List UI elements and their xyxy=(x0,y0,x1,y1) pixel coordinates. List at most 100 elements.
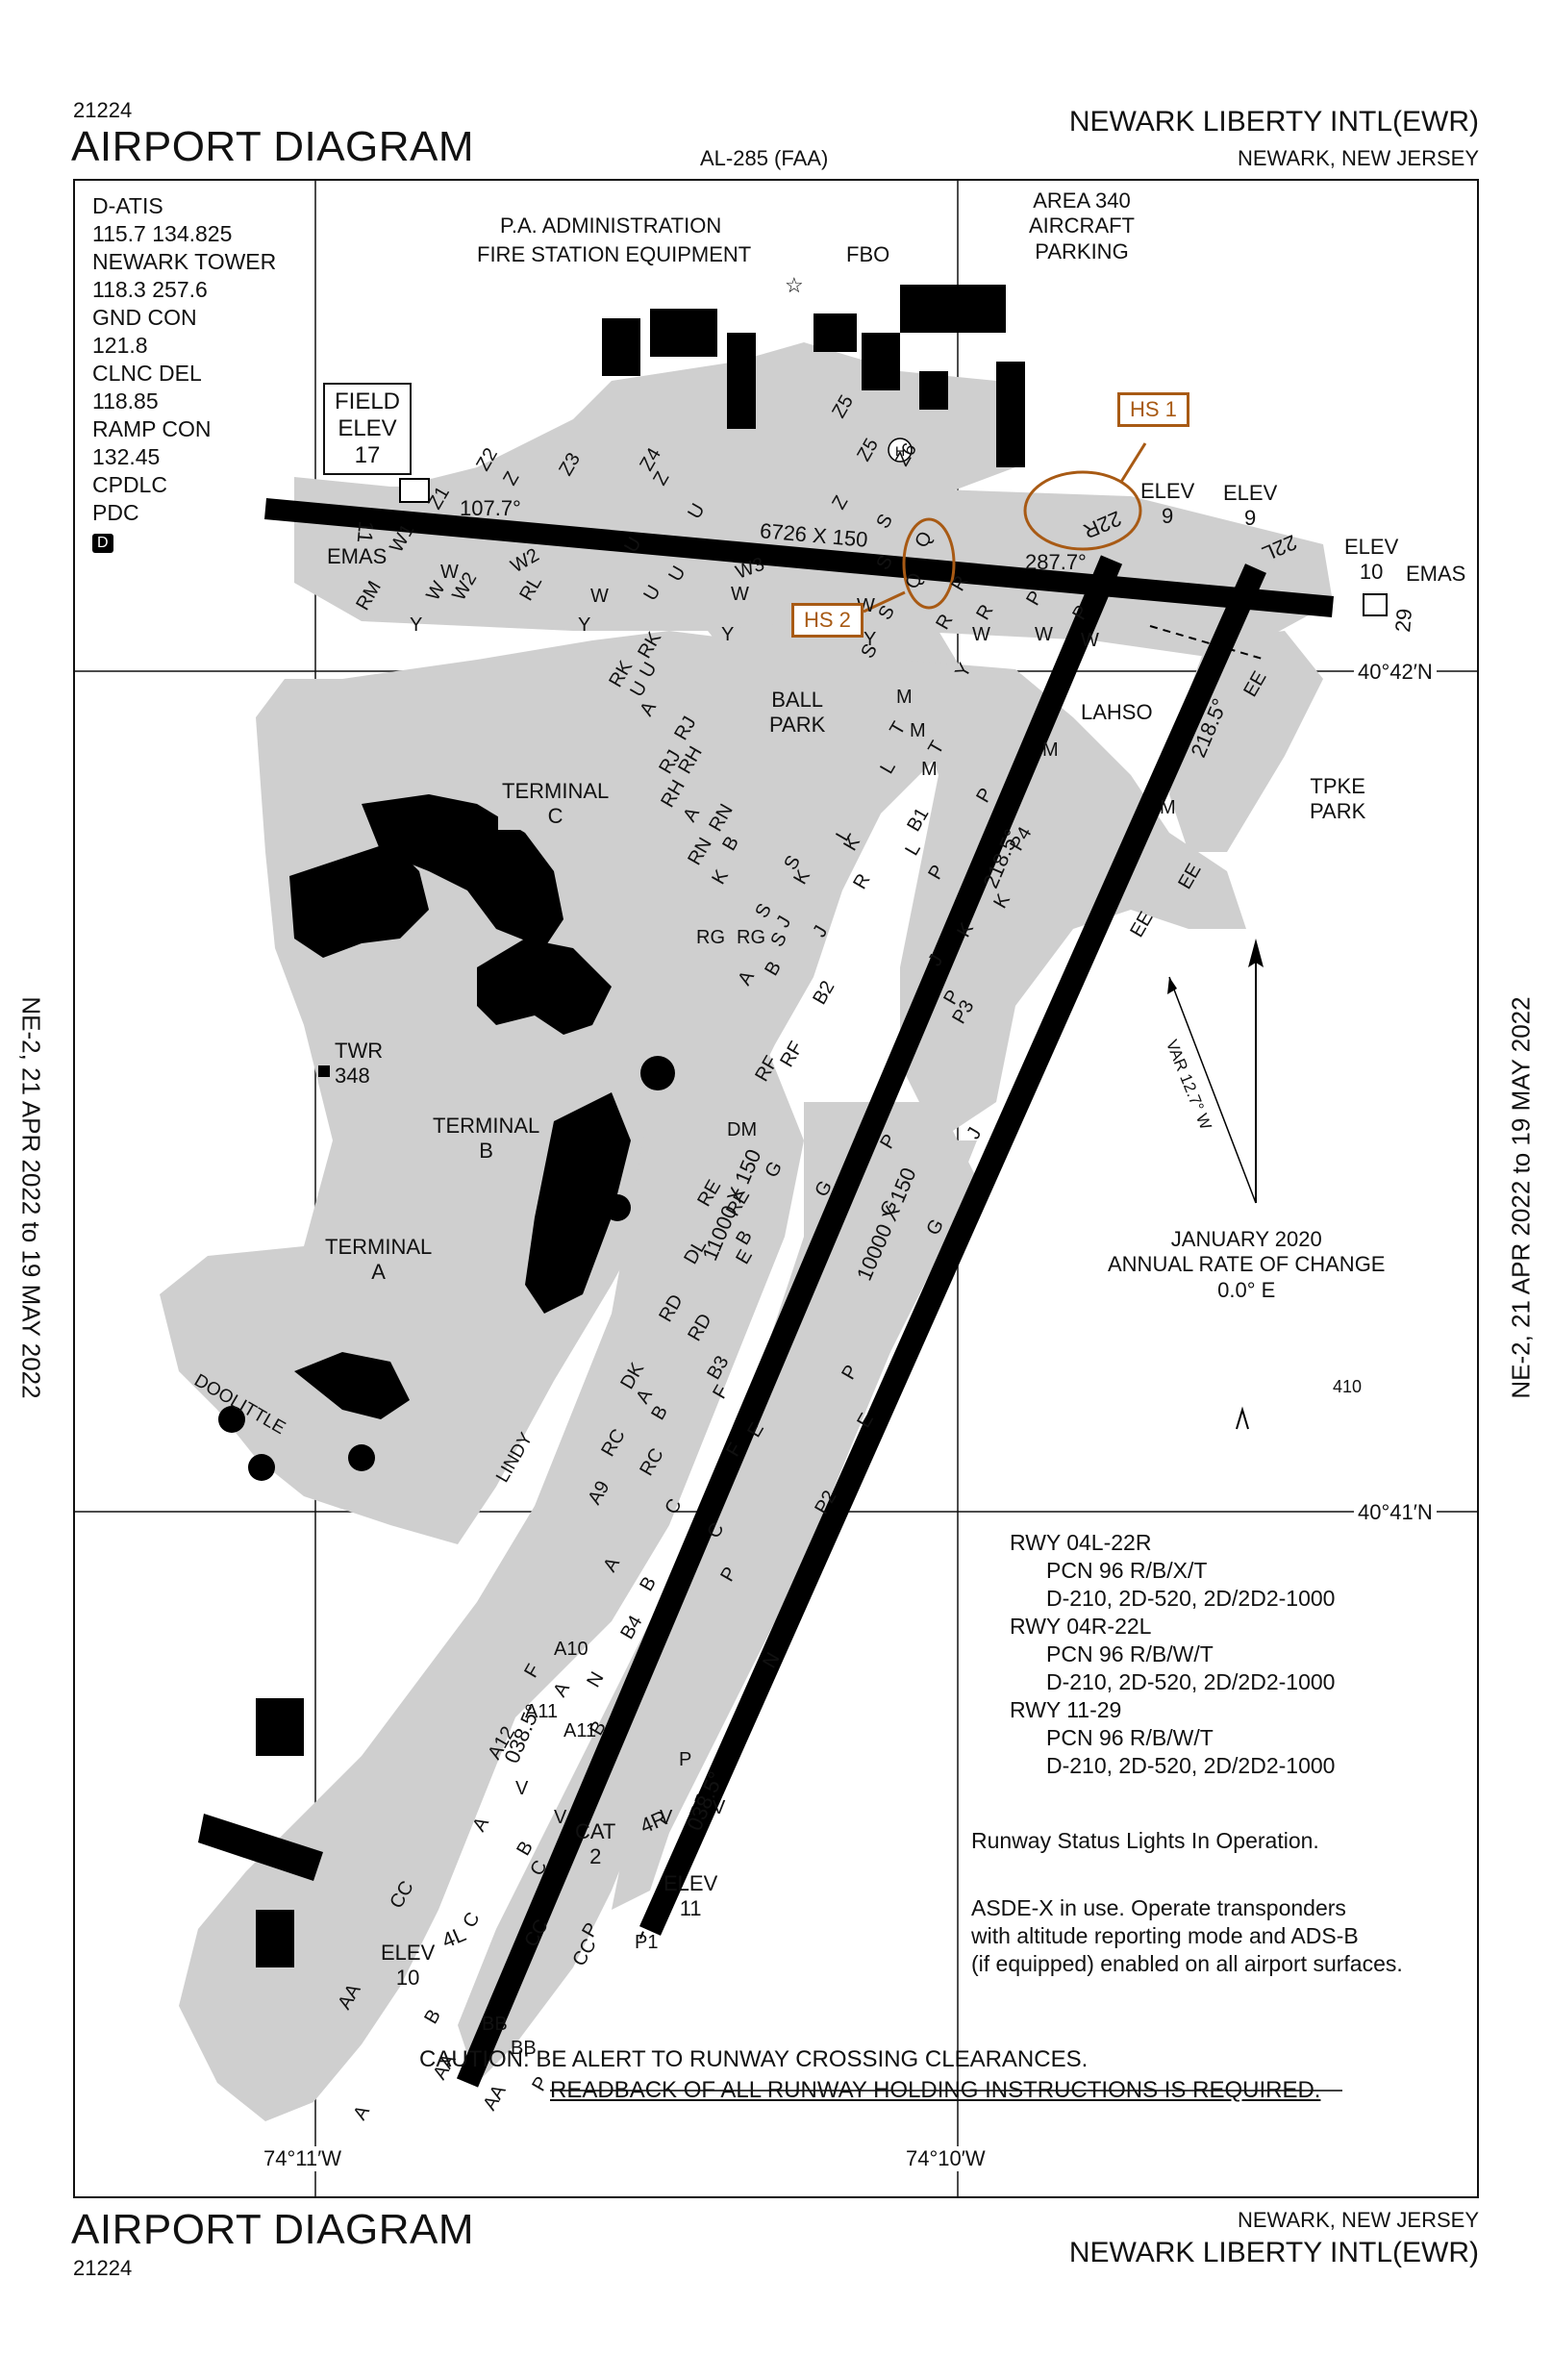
cat2-line2: 2 xyxy=(589,1844,602,1869)
obstacle-elev-label: 410 xyxy=(1333,1377,1363,1396)
rwy-22R-elev: ELEV 9 xyxy=(1140,479,1194,530)
asde-note-line1: ASDE-X in use. Operate transponders xyxy=(971,1895,1346,1920)
ball-park-line1: BALL xyxy=(771,688,824,712)
area340-line3: PARKING xyxy=(1035,238,1129,263)
taxiway-label: Y xyxy=(410,614,422,636)
pcn-note-line: RWY 11-29 xyxy=(1010,1697,1122,1722)
rwsl-note: Runway Status Lights In Operation. xyxy=(971,1827,1319,1855)
asde-note-line2: with altitude reporting mode and ADS-B xyxy=(971,1923,1359,1948)
frequency-line: GND CON xyxy=(92,305,197,330)
terminal-a-line1: TERMINAL xyxy=(325,1235,433,1259)
hot-spot-rings xyxy=(863,442,1147,614)
taxiway-label: RF xyxy=(776,1038,807,1070)
d-badge: D xyxy=(92,534,113,553)
taxiway-label: A11 xyxy=(525,1701,558,1722)
lat-lower: 40°41′N xyxy=(1354,1500,1437,1525)
asde-note-line3: (if equipped) enabled on all airport sur… xyxy=(971,1951,1403,1976)
north-arrow xyxy=(1167,939,1264,1204)
runway-04R-22L xyxy=(639,564,1266,1936)
lon-left: 74°11′W xyxy=(260,2146,345,2171)
frequency-line: 121.8 xyxy=(92,333,148,358)
rwy-22L-elev: ELEV 9 xyxy=(1223,481,1277,532)
ball-park-label: BALL PARK xyxy=(769,688,825,739)
taxiway-label: W xyxy=(1035,624,1053,645)
taxiway-label: M xyxy=(896,687,913,708)
ball-park-line2: PARK xyxy=(769,713,826,738)
frequency-line: 118.3 257.6 xyxy=(92,277,208,302)
rwsl-note-text: Runway Status Lights In Operation. xyxy=(971,1828,1319,1853)
taxiway-label: M xyxy=(910,720,926,741)
taxiway-label: B xyxy=(420,2006,445,2028)
page-title: AIRPORT DIAGRAM xyxy=(71,123,475,170)
field-elevation-box: FIELD ELEV 17 xyxy=(323,383,413,475)
frequency-line: 132.45 xyxy=(92,444,161,469)
taxiway-label: M xyxy=(921,759,938,780)
side-date-right: NE-2, 21 APR 2022 to 19 MAY 2022 xyxy=(1506,996,1536,1399)
terminal-b-line2: B xyxy=(479,1139,493,1164)
taxiway-label: J xyxy=(963,1124,986,1143)
hot-spot-2[interactable]: HS 2 xyxy=(791,603,864,638)
terminal-a-line2: A xyxy=(371,1260,386,1285)
pcn-note-line: D-210, 2D-520, 2D/2D2-1000 xyxy=(1046,1753,1336,1778)
pa-admin-label: P.A. ADMINISTRATION xyxy=(500,213,722,238)
field-elev-value: 17 xyxy=(354,442,381,468)
terminal-c-line1: TERMINAL xyxy=(502,779,610,803)
taxiway-label: V xyxy=(713,1797,726,1818)
frequency-line: 118.85 xyxy=(92,388,159,413)
rwy-29-heading: 287.7° xyxy=(1025,550,1087,574)
tpke-park-line1: TPKE xyxy=(1310,774,1365,798)
taxiway-label: W xyxy=(440,562,459,583)
emas-left-label: EMAS xyxy=(327,544,388,568)
terminal-c-line2: C xyxy=(547,804,563,829)
caution-line2: READBACK OF ALL RUNWAY HOLDING INSTRUCTI… xyxy=(550,2077,1321,2103)
taxiway-label: B2 xyxy=(809,977,839,1008)
hot-spot-1[interactable]: HS 1 xyxy=(1117,392,1189,427)
mag-rate-line: ANNUAL RATE OF CHANGE xyxy=(1108,1252,1386,1277)
taxiway-label: BB xyxy=(482,2014,508,2035)
area340-label: AREA 340 AIRCRAFT PARKING xyxy=(1029,188,1135,264)
terminal-c-label: TERMINAL C xyxy=(498,779,613,830)
rwy-22R-elev-value: 9 xyxy=(1162,504,1174,529)
taxiway-label: V xyxy=(554,1807,567,1828)
taxiway-label: W xyxy=(731,584,749,605)
taxiway-label: DM xyxy=(727,1119,757,1140)
terminal-b-line1: TERMINAL xyxy=(433,1114,540,1138)
taxiway-label: A xyxy=(549,1678,574,1700)
tower-height: 348 xyxy=(335,1064,370,1089)
rwy-4L-elev-value: 10 xyxy=(395,1966,420,1991)
terminal-a-label: TERMINAL A xyxy=(321,1235,437,1286)
rwy-22L-elev-title: ELEV xyxy=(1223,481,1278,505)
tower-name: TWR xyxy=(335,1039,384,1063)
emas-right-label: EMAS xyxy=(1406,562,1466,586)
field-elev-line1: FIELD xyxy=(335,388,401,414)
rwy-4R-elev: ELEV 11 xyxy=(663,1871,717,1922)
fire-station-label: FIRE STATION EQUIPMENT xyxy=(477,242,752,266)
taxiway-label: V xyxy=(660,1807,673,1828)
taxiway-label: AA xyxy=(479,2081,511,2115)
taxiway-label: P xyxy=(679,1749,691,1770)
rwy-11-end: 11 xyxy=(352,519,379,544)
rwy-4L-elev: ELEV 10 xyxy=(381,1941,435,1992)
rwy-29-elev: ELEV 10 xyxy=(1344,535,1398,586)
taxiway-label: L xyxy=(901,839,925,860)
pcn-note-line: PCN 96 R/B/X/T xyxy=(1046,1558,1208,1583)
taxiway-label: M xyxy=(1042,739,1059,761)
map-frame xyxy=(73,179,1479,2198)
pcn-note-line: D-210, 2D-520, 2D/2D2-1000 xyxy=(1046,1669,1336,1694)
rwy-4R-elev-title: ELEV xyxy=(663,1871,718,1895)
cat2-line1: CAT xyxy=(575,1819,616,1843)
pcn-note-line: D-210, 2D-520, 2D/2D2-1000 xyxy=(1046,1586,1336,1611)
rwy-4L-elev-title: ELEV xyxy=(381,1941,436,1965)
taxiway-label: A xyxy=(468,1813,493,1835)
lat-upper: 40°42′N xyxy=(1354,660,1437,685)
mag-rate-value: 0.0° E xyxy=(1217,1277,1276,1302)
rwy-29-end: 29 xyxy=(1390,607,1417,634)
taxiway-label: W xyxy=(972,624,990,645)
rwy-4R-elev-value: 11 xyxy=(679,1896,702,1921)
taxiway-label: RG xyxy=(696,927,725,948)
frequency-line: CPDLC xyxy=(92,472,167,497)
fbo-label: FBO xyxy=(846,242,890,266)
frequency-line: CLNC DEL xyxy=(92,361,202,386)
rwy-22R-elev-title: ELEV xyxy=(1140,479,1195,503)
